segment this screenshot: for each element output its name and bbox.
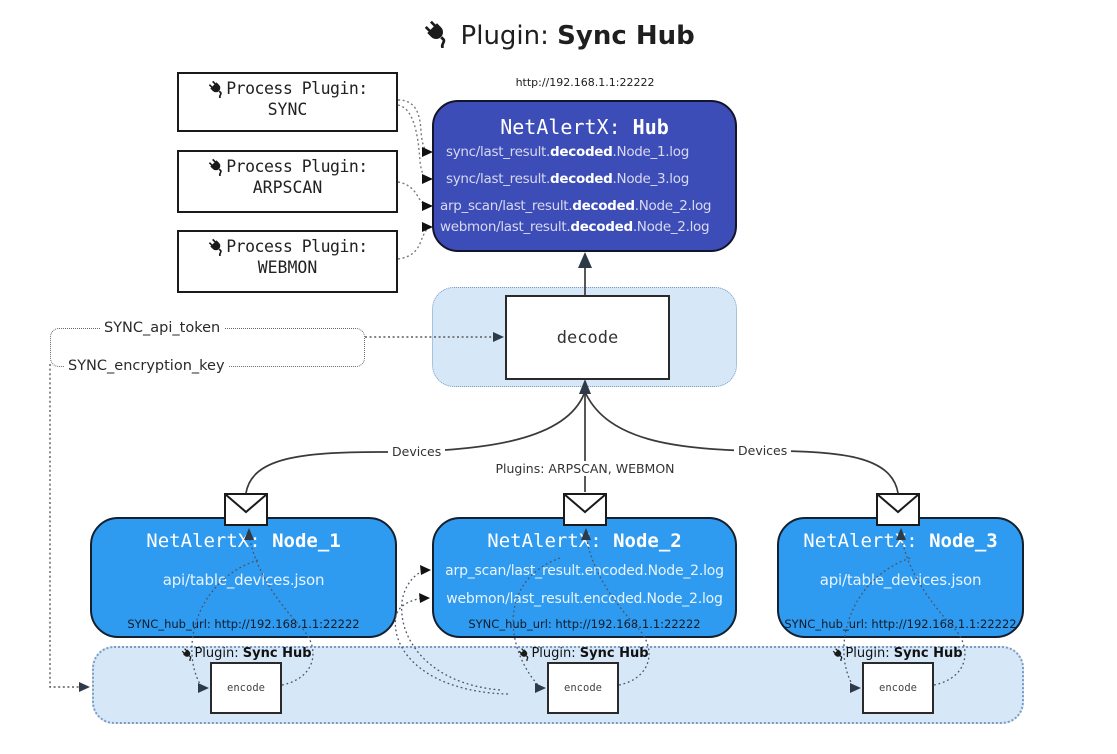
- node-title: NetAlertX: Node_3: [803, 530, 998, 552]
- hub-log-line: webmon/last_result.decoded.Node_2.log: [440, 219, 710, 235]
- node-hub-url: SYNC_hub_url: http://192.168.1.1:22222: [127, 617, 360, 631]
- process-plugin-label-text: Process Plugin:: [226, 157, 368, 176]
- process-plugin-name: WEBMON: [257, 258, 318, 277]
- page-title: Plugin: Sync Hub: [0, 18, 1117, 51]
- page-title-bold: Sync Hub: [557, 21, 695, 51]
- plug-icon: [180, 647, 194, 661]
- devices-label-right: Devices: [734, 443, 792, 458]
- envelope-icon: [876, 493, 920, 526]
- hub-title-bold: Hub: [632, 115, 669, 139]
- plug-icon: [207, 237, 226, 256]
- api-token-label: SYNC_api_token: [100, 320, 225, 336]
- node-line: api/table_devices.json: [819, 571, 982, 589]
- encode-plugin-label: Plugin: Sync Hub: [180, 646, 312, 661]
- hub-title: NetAlertX: Hub: [434, 115, 735, 139]
- encryption-key-label: SYNC_encryption_key: [64, 358, 229, 374]
- envelope-icon: [563, 493, 607, 526]
- plug-icon: [517, 647, 531, 661]
- encode-plugin-label: Plugin: Sync Hub: [517, 646, 649, 661]
- process-plugin-label-text: Process Plugin:: [226, 79, 368, 98]
- node-hub-url: SYNC_hub_url: http://192.168.1.1:22222: [468, 617, 701, 631]
- devices-label-left: Devices: [388, 444, 446, 459]
- node-hub-url: SYNC_hub_url: http://192.168.1.1:22222: [784, 617, 1017, 631]
- node-line: arp_scan/last_result.encoded.Node_2.log: [445, 563, 724, 579]
- decode-box: decode: [505, 295, 670, 380]
- encode-box: encode: [547, 662, 619, 714]
- node-box-node-3: NetAlertX: Node_3 api/table_devices.json…: [777, 517, 1024, 638]
- plug-icon: [207, 157, 226, 176]
- process-plugin-label-text: Process Plugin:: [226, 237, 368, 256]
- plug-icon: [422, 18, 452, 48]
- process-plugin-box-sync: Process Plugin: SYNC: [177, 72, 398, 132]
- envelope-icon: [224, 493, 268, 526]
- plugins-label: Plugins: ARPSCAN, WEBMON: [491, 461, 679, 476]
- process-plugin-name: SYNC: [267, 100, 308, 119]
- node-line: webmon/last_result.encoded.Node_2.log: [446, 591, 723, 607]
- process-plugin-label: Process Plugin:: [179, 79, 396, 98]
- process-plugin-label: Process Plugin:: [179, 237, 396, 256]
- process-plugin-box-arpscan: Process Plugin: ARPSCAN: [177, 150, 398, 213]
- hub-title-prefix: NetAlertX:: [500, 115, 633, 139]
- node-line: api/table_devices.json: [162, 571, 325, 589]
- node-box-node-1: NetAlertX: Node_1 api/table_devices.json…: [90, 517, 397, 638]
- hub-log-line: sync/last_result.decoded.Node_1.log: [446, 144, 689, 160]
- encode-box: encode: [210, 662, 282, 714]
- encode-plugin-label: Plugin: Sync Hub: [831, 646, 963, 661]
- page-title-prefix: Plugin:: [460, 21, 558, 51]
- plug-icon: [831, 647, 845, 661]
- hub-log-line: arp_scan/last_result.decoded.Node_2.log: [440, 198, 712, 214]
- node-title: NetAlertX: Node_2: [487, 530, 682, 552]
- node-box-node-2: NetAlertX: Node_2 arp_scan/last_result.e…: [432, 517, 737, 638]
- process-plugin-label: Process Plugin:: [179, 157, 396, 176]
- process-plugin-box-webmon: Process Plugin: WEBMON: [177, 230, 398, 293]
- plug-icon: [207, 79, 226, 98]
- process-plugin-name: ARPSCAN: [252, 178, 323, 197]
- node-title: NetAlertX: Node_1: [146, 530, 341, 552]
- hub-box: NetAlertX: Hub sync/last_result.decoded.…: [432, 100, 737, 252]
- hub-log-line: sync/last_result.decoded.Node_3.log: [446, 171, 689, 187]
- encode-box: encode: [862, 662, 934, 714]
- hub-url-label: http://192.168.1.1:22222: [515, 76, 655, 89]
